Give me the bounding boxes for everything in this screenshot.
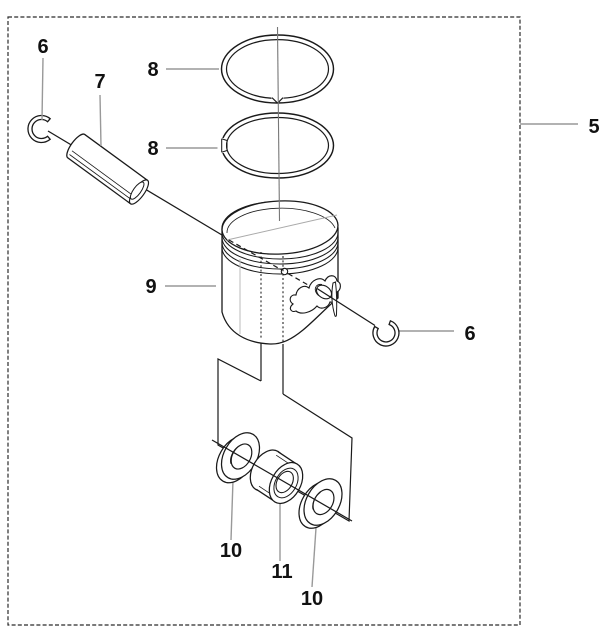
- bore-groove-arc: [314, 283, 323, 296]
- part-label-piston: 9: [145, 276, 156, 298]
- circlip-right: [372, 319, 400, 347]
- washer-right: [298, 478, 343, 529]
- part-label-kit: 5: [588, 116, 599, 138]
- callout-labels: 5 6 7 8 8 9 6 10 11 10: [37, 36, 599, 610]
- piston-pin: [66, 133, 150, 205]
- crank-axis-line: [211, 439, 353, 522]
- circlip-left: [27, 114, 52, 144]
- boss-outline: [289, 275, 341, 314]
- part-label-ring-lower: 8: [147, 138, 158, 160]
- leader-pin: [99, 94, 102, 147]
- part-label-ring-upper: 8: [147, 59, 158, 81]
- leader-washer-right: [311, 527, 317, 588]
- crown-chord-line: [226, 214, 338, 241]
- ring-gap-mask: [271, 95, 284, 101]
- pin-bore-marker-circle: [280, 267, 289, 276]
- crown-inner-rim: [226, 207, 336, 234]
- part-label-washer-left: 10: [220, 540, 242, 562]
- pin-highlight-line: [69, 154, 133, 201]
- part-label-circlip-right: 6: [464, 323, 475, 345]
- pin-axis-hidden-dashed: [228, 239, 310, 287]
- ring-gap-end: [221, 138, 228, 153]
- leader-lines: [41, 57, 578, 588]
- washer-right-bore-depth: [312, 492, 321, 510]
- assembly-centerline: [276, 26, 281, 222]
- part-label-circlip-left: 6: [37, 36, 48, 58]
- part-label-bearing: 11: [271, 561, 292, 583]
- boundary-box: [7, 16, 521, 626]
- piston-ring-lower: [217, 112, 335, 179]
- washer-left-bore-depth: [230, 446, 239, 464]
- hidden-lines: [260, 252, 284, 342]
- part-label-pin: 7: [94, 71, 105, 93]
- pin-bore: [129, 181, 145, 200]
- part-label-washer-right: 10: [301, 588, 323, 610]
- pin-highlight-line-2: [71, 150, 135, 197]
- leader-circlip-left: [41, 57, 44, 121]
- pin-axis-line-right: [316, 287, 376, 327]
- leader-washer-left: [230, 479, 234, 541]
